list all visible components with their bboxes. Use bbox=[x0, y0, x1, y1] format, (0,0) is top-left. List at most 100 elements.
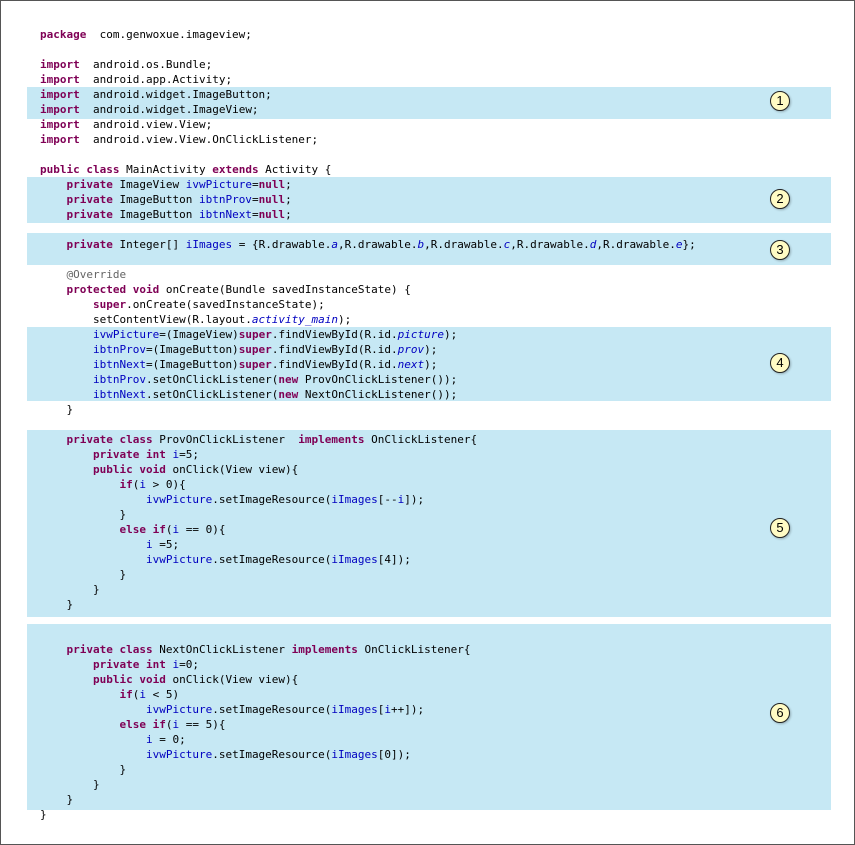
code-token: android.widget.ImageView; bbox=[79, 103, 259, 116]
code-line: ivwPicture=(ImageView)super.findViewById… bbox=[40, 327, 696, 342]
code-token: android.view.View; bbox=[79, 118, 213, 131]
code-token bbox=[40, 643, 67, 656]
code-line: } bbox=[40, 567, 696, 582]
code-token bbox=[40, 553, 146, 566]
code-line: public class MainActivity extends Activi… bbox=[40, 162, 696, 177]
code-token: [ bbox=[377, 703, 385, 716]
code-token: iImages bbox=[331, 553, 378, 566]
code-token: =(ImageButton) bbox=[145, 343, 239, 356]
code-token: iImages bbox=[331, 703, 378, 716]
code-listing: package com.genwoxue.imageview; import an… bbox=[40, 27, 696, 822]
code-token: i bbox=[139, 688, 146, 701]
code-token: android.app.Activity; bbox=[79, 73, 233, 86]
code-line: private class ProvOnClickListener implem… bbox=[40, 432, 696, 447]
code-token: } bbox=[40, 793, 74, 806]
code-token: super bbox=[238, 358, 272, 371]
code-token: private int bbox=[92, 658, 166, 671]
code-token: iImages bbox=[185, 238, 233, 251]
code-token: } bbox=[40, 583, 100, 596]
code-token: ; bbox=[285, 178, 292, 191]
code-token: else if bbox=[119, 718, 166, 731]
code-token: private int bbox=[92, 448, 166, 461]
code-token: ivwPicture bbox=[145, 493, 213, 506]
code-token: implements bbox=[298, 433, 365, 446]
code-token: ]); bbox=[404, 493, 425, 506]
code-token: new bbox=[278, 388, 299, 401]
code-token: } bbox=[40, 508, 127, 521]
code-token: ); bbox=[424, 358, 438, 371]
highlight-block-fields bbox=[27, 177, 831, 223]
code-token: ( bbox=[165, 718, 173, 731]
code-token bbox=[40, 448, 93, 461]
code-token: ibtnNext bbox=[92, 388, 146, 401]
code-token: c bbox=[503, 238, 511, 251]
code-token: ProvOnClickListener bbox=[152, 433, 299, 446]
code-token: = bbox=[251, 178, 259, 191]
code-line: package com.genwoxue.imageview; bbox=[40, 27, 696, 42]
code-line: } bbox=[40, 762, 696, 777]
code-token bbox=[40, 283, 67, 296]
code-token bbox=[40, 748, 146, 761]
code-token: Activity { bbox=[258, 163, 332, 176]
code-line: private ImageButton ibtnProv=null; bbox=[40, 192, 696, 207]
code-token bbox=[40, 268, 67, 281]
code-token: .setImageResource( bbox=[212, 493, 332, 506]
code-token: null bbox=[258, 208, 286, 221]
code-token: ibtnProv bbox=[198, 193, 252, 206]
code-line bbox=[40, 42, 696, 57]
code-line: public void onClick(View view){ bbox=[40, 462, 696, 477]
code-token: implements bbox=[291, 643, 358, 656]
code-token: import bbox=[40, 73, 80, 86]
code-line: import android.os.Bundle; bbox=[40, 57, 696, 72]
code-token: i bbox=[145, 538, 153, 551]
code-line bbox=[40, 222, 696, 237]
code-token: ibtnProv bbox=[92, 343, 146, 356]
code-token: i bbox=[172, 658, 180, 671]
code-token: Integer[] bbox=[112, 238, 186, 251]
callout-badge-2: 2 bbox=[770, 189, 790, 209]
code-token: ibtnNext bbox=[198, 208, 252, 221]
code-token: .setImageResource( bbox=[212, 553, 332, 566]
code-line: import android.view.View; bbox=[40, 117, 696, 132]
code-token: onClick(View view){ bbox=[165, 463, 299, 476]
code-token: d bbox=[589, 238, 597, 251]
code-token bbox=[40, 373, 93, 386]
code-token: onCreate(Bundle savedInstanceState) { bbox=[159, 283, 411, 296]
code-line: private class NextOnClickListener implem… bbox=[40, 642, 696, 657]
code-line: else if(i == 5){ bbox=[40, 717, 696, 732]
callout-badge-4: 4 bbox=[770, 353, 790, 373]
code-line: ivwPicture.setImageResource(iImages[i++]… bbox=[40, 702, 696, 717]
code-token: =5; bbox=[152, 538, 180, 551]
code-token: ivwPicture bbox=[145, 748, 213, 761]
code-token bbox=[40, 538, 146, 551]
code-token: .findViewById(R.id. bbox=[271, 358, 398, 371]
code-token: iImages bbox=[331, 748, 378, 761]
code-token: .findViewById(R.id. bbox=[271, 328, 398, 341]
code-line: import android.app.Activity; bbox=[40, 72, 696, 87]
code-token: ivwPicture bbox=[145, 703, 213, 716]
code-line: } bbox=[40, 792, 696, 807]
code-token bbox=[40, 688, 119, 701]
code-token: =(ImageView) bbox=[159, 328, 239, 341]
code-line: ivwPicture.setImageResource(iImages[--i]… bbox=[40, 492, 696, 507]
code-token: =0; bbox=[179, 658, 199, 671]
code-line: } bbox=[40, 507, 696, 522]
code-token: [-- bbox=[377, 493, 398, 506]
code-line bbox=[40, 252, 696, 267]
code-token: .setOnClickListener( bbox=[145, 388, 279, 401]
code-token: = bbox=[251, 208, 259, 221]
code-token bbox=[40, 523, 119, 536]
code-token: ( bbox=[132, 688, 140, 701]
code-token: i bbox=[145, 733, 153, 746]
code-token: android.view.View.OnClickListener; bbox=[79, 133, 319, 146]
code-token: ,R.drawable. bbox=[338, 238, 418, 251]
code-token bbox=[40, 298, 93, 311]
code-line: if(i > 0){ bbox=[40, 477, 696, 492]
code-token: NextOnClickListener bbox=[152, 643, 292, 656]
code-line: setContentView(R.layout.activity_main); bbox=[40, 312, 696, 327]
code-token: import bbox=[40, 133, 80, 146]
code-token: .setImageResource( bbox=[212, 748, 332, 761]
code-token: ++]); bbox=[391, 703, 425, 716]
code-line: private ImageButton ibtnNext=null; bbox=[40, 207, 696, 222]
code-token: i bbox=[172, 523, 180, 536]
